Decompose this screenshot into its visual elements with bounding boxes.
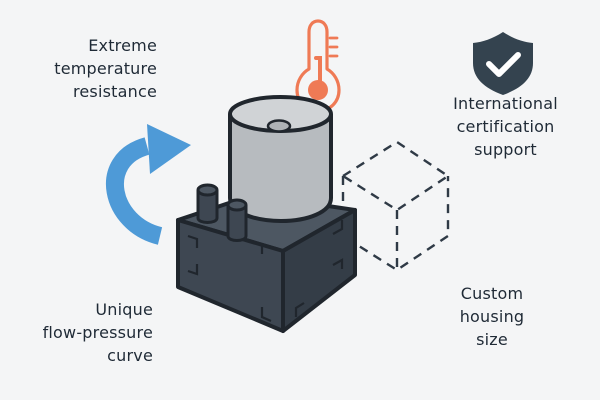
- temperature-feature-line-1: Extreme: [88, 36, 157, 55]
- housing-feature-label: Custom housing size: [454, 282, 530, 351]
- flow-feature-line-2: flow-pressure: [42, 323, 153, 342]
- shield-check-icon: [473, 32, 533, 95]
- flow-feature-line-1: Unique: [95, 300, 153, 319]
- certification-feature-line-2: certification: [456, 117, 555, 136]
- housing-feature-line-3: size: [476, 330, 508, 349]
- curved-arrow-icon: [105, 124, 191, 245]
- certification-feature-line-3: support: [474, 140, 537, 159]
- temperature-feature-line-3: resistance: [72, 82, 157, 101]
- flow-feature-line-3: curve: [107, 346, 153, 365]
- dashed-cube-icon: [341, 140, 450, 272]
- certification-feature-label: International certification support: [452, 92, 559, 161]
- temperature-feature-line-2: temperature: [54, 59, 157, 78]
- housing-feature-line-2: housing: [459, 307, 525, 326]
- flow-feature-label: Unique flow-pressure curve: [43, 298, 153, 367]
- pump-illustration: [176, 95, 357, 333]
- thermometer-icon: [295, 19, 341, 113]
- certification-feature-line-1: International: [453, 94, 558, 113]
- housing-feature-line-1: Custom: [460, 284, 524, 303]
- temperature-feature-label: Extreme temperature resistance: [54, 34, 157, 103]
